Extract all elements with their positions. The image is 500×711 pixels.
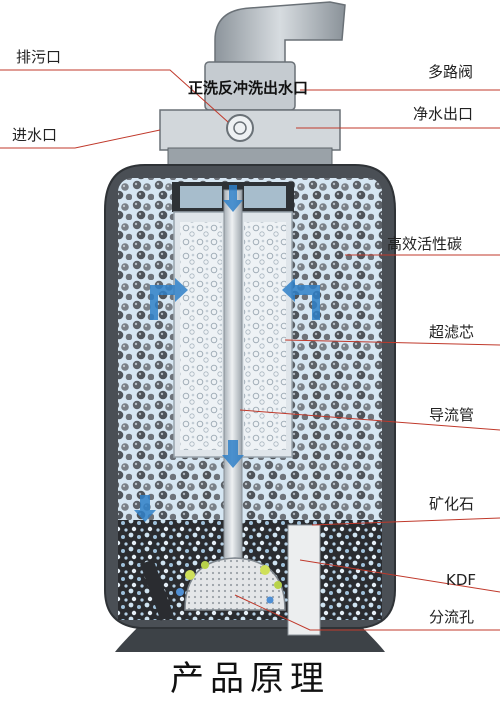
leader-lines: [0, 69, 500, 631]
drain-port-icon: [226, 114, 254, 142]
distributor-dome: [184, 557, 286, 611]
diagram-caption: 产品原理: [170, 659, 330, 699]
label-backwash-outlet: 正洗反冲洗出水口: [188, 79, 309, 97]
label-multiport-valve: 多路阀: [428, 63, 474, 81]
label-kdf: KDF: [446, 571, 477, 589]
label-inlet: 进水口: [12, 126, 58, 144]
label-distributor: 分流孔: [429, 608, 475, 626]
label-clean-outlet: 净水出口: [413, 105, 474, 123]
label-drain-port: 排污口: [16, 48, 62, 66]
label-activated-carbon: 高效活性碳: [387, 235, 463, 253]
multiport-valve: [159, 1, 346, 169]
flow-arrows: [134, 185, 320, 522]
label-uf-membrane: 超滤芯: [429, 323, 475, 341]
kdf-granules: [176, 561, 282, 604]
label-mineral-stone: 矿化石: [429, 495, 475, 513]
mineral-stone-block: [287, 524, 321, 636]
guide-tube: [223, 189, 243, 571]
label-guide-tube: 导流管: [429, 406, 475, 424]
